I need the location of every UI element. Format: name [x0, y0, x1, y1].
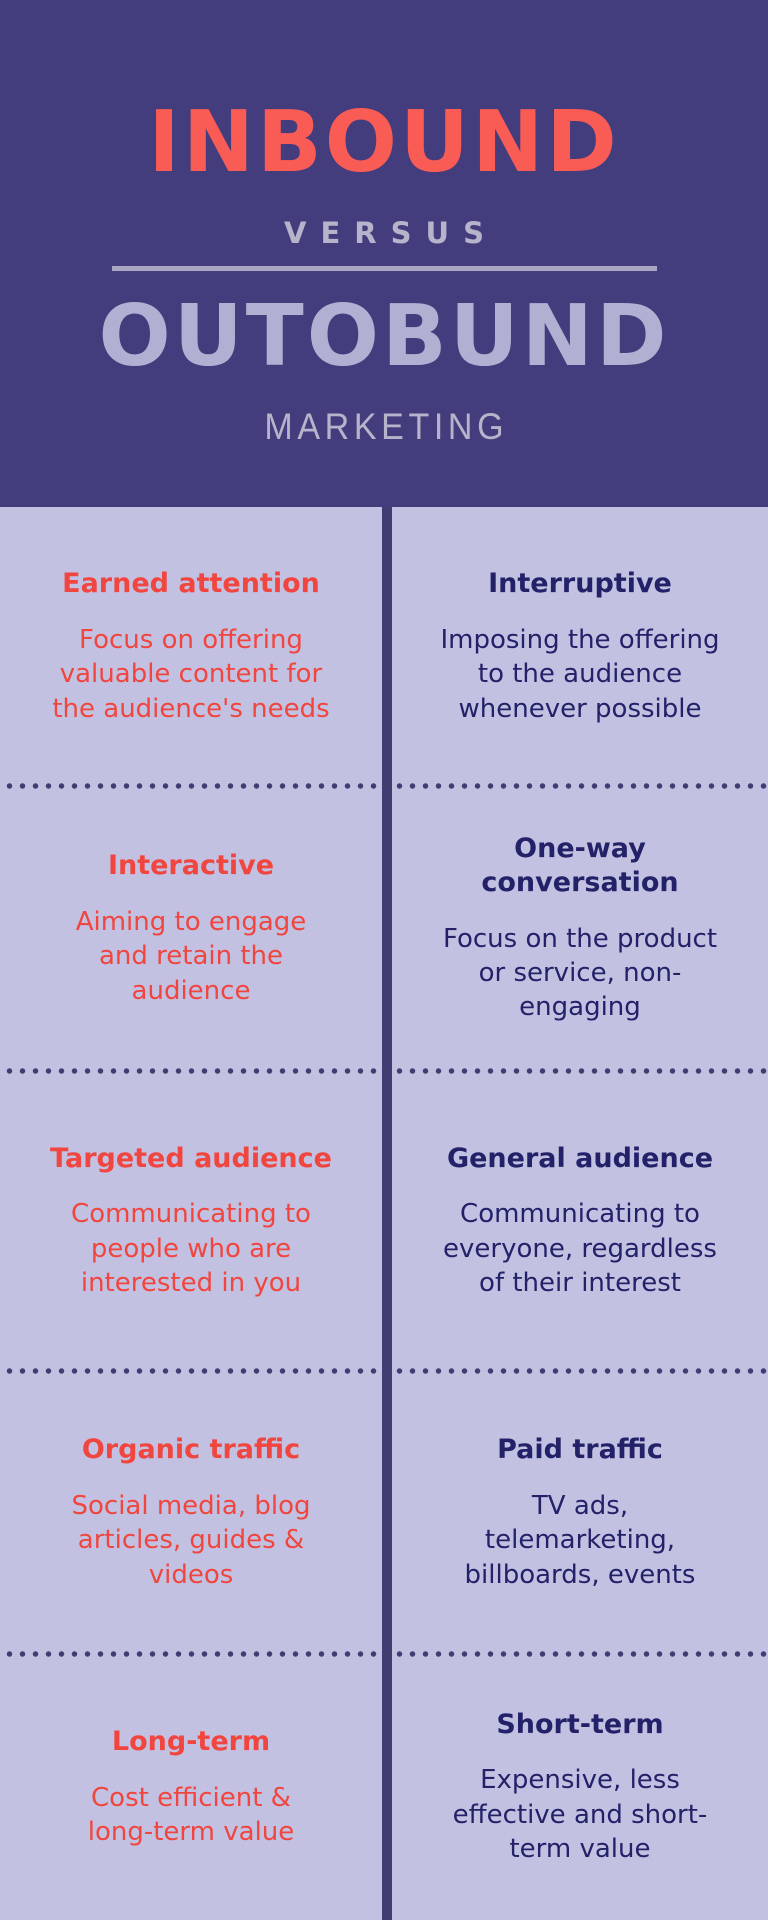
inbound-title: INBOUND — [148, 93, 620, 192]
marketing-label: MARKETING — [264, 406, 509, 447]
cell-body: Expensive, less effective and short- ter… — [452, 1765, 708, 1865]
cell-heading: Interactive — [107, 850, 275, 882]
comparison-row-attention: Earned attention Focus on offering valua… — [0, 507, 768, 786]
header-divider-line — [111, 266, 657, 271]
comparison-row-audience: Targeted audience Communicating to peopl… — [0, 1068, 768, 1371]
outbound-cell-audience: General audience Communicating to everyo… — [392, 1071, 768, 1371]
inbound-cell-traffic: Organic traffic Social media, blog artic… — [0, 1371, 382, 1654]
header: INBOUND VERSUS OUTOBUND MARKETING — [0, 0, 768, 507]
inbound-cell-attention: Earned attention Focus on offering valua… — [0, 507, 382, 786]
cell-heading: General audience — [446, 1142, 714, 1174]
cell-body: Communicating to everyone, regardless of… — [443, 1199, 717, 1299]
inbound-cell-audience: Targeted audience Communicating to peopl… — [0, 1071, 382, 1371]
outbound-title: OUTOBUND — [98, 287, 670, 386]
cell-body: Focus on offering valuable content for t… — [52, 624, 330, 724]
comparison-table: Earned attention Focus on offering valua… — [0, 507, 768, 1920]
inbound-cell-term: Long-term Cost efficient & long-term val… — [0, 1654, 382, 1920]
cell-heading: Earned attention — [62, 568, 320, 600]
cell-body: Imposing the offering to the audience wh… — [440, 624, 720, 724]
cell-body: Social media, blog articles, guides & vi… — [71, 1490, 311, 1590]
cell-body: Communicating to people who are interest… — [71, 1199, 311, 1299]
cell-body: Aiming to engage and retain the audience — [75, 906, 307, 1006]
outbound-cell-traffic: Paid traffic TV ads, telemarketing, bill… — [392, 1371, 768, 1654]
vertical-divider — [382, 507, 392, 1920]
cell-heading: Targeted audience — [50, 1142, 332, 1174]
cell-heading: Long-term — [111, 1725, 271, 1757]
cell-body: Focus on the product or service, non- en… — [442, 923, 718, 1023]
cell-heading: One-way conversation — [481, 833, 679, 899]
cell-body: TV ads, telemarketing, billboards, event… — [464, 1490, 696, 1590]
cell-heading: Short-term — [496, 1708, 664, 1740]
cell-heading: Interruptive — [488, 568, 672, 600]
versus-label: VERSUS — [284, 216, 498, 250]
outbound-cell-attention: Interruptive Imposing the offering to th… — [392, 507, 768, 786]
outbound-cell-engagement: One-way conversation Focus on the produc… — [392, 786, 768, 1071]
cell-heading: Paid traffic — [497, 1434, 663, 1466]
cell-heading: Organic traffic — [81, 1434, 301, 1466]
cell-body: Cost efficient & long-term value — [87, 1782, 295, 1847]
outbound-cell-term: Short-term Expensive, less effective and… — [392, 1654, 768, 1920]
inbound-cell-engagement: Interactive Aiming to engage and retain … — [0, 786, 382, 1071]
